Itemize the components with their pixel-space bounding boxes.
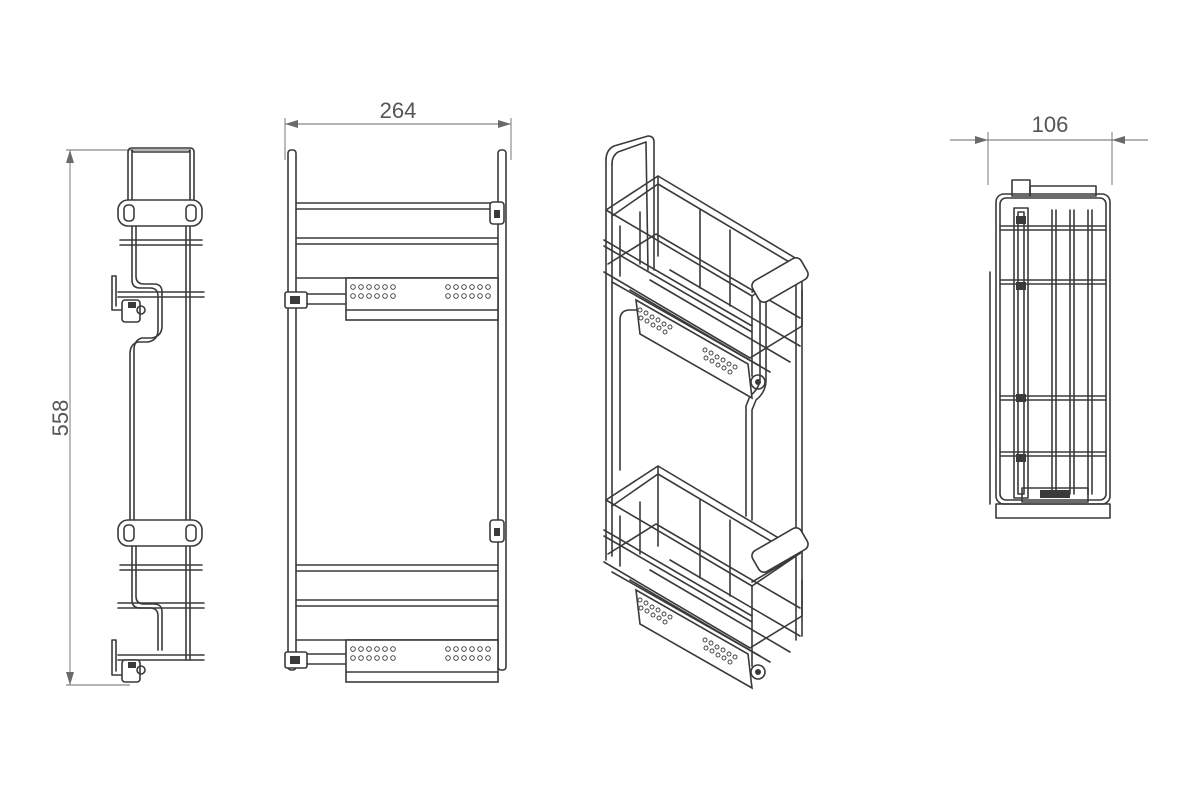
- lower-runner-holes-right: [445, 646, 491, 661]
- height-label: 558: [48, 400, 73, 437]
- width-dimension: 264: [284, 98, 512, 160]
- lower-runner-holes-left: [350, 646, 396, 661]
- top-view: 106: [950, 112, 1148, 519]
- height-dimension: 558: [48, 149, 190, 686]
- depth-label: 106: [1032, 112, 1069, 137]
- width-label: 264: [380, 98, 417, 123]
- upper-runner-holes-left: [350, 284, 396, 299]
- lower-basket: [603, 465, 809, 690]
- isometric-view: [603, 135, 809, 690]
- front-view: 264: [284, 98, 512, 683]
- side-view: 558: [48, 147, 205, 686]
- upper-basket: [603, 175, 809, 400]
- upper-runner-holes-right: [445, 284, 491, 299]
- depth-dimension: 106: [950, 112, 1148, 185]
